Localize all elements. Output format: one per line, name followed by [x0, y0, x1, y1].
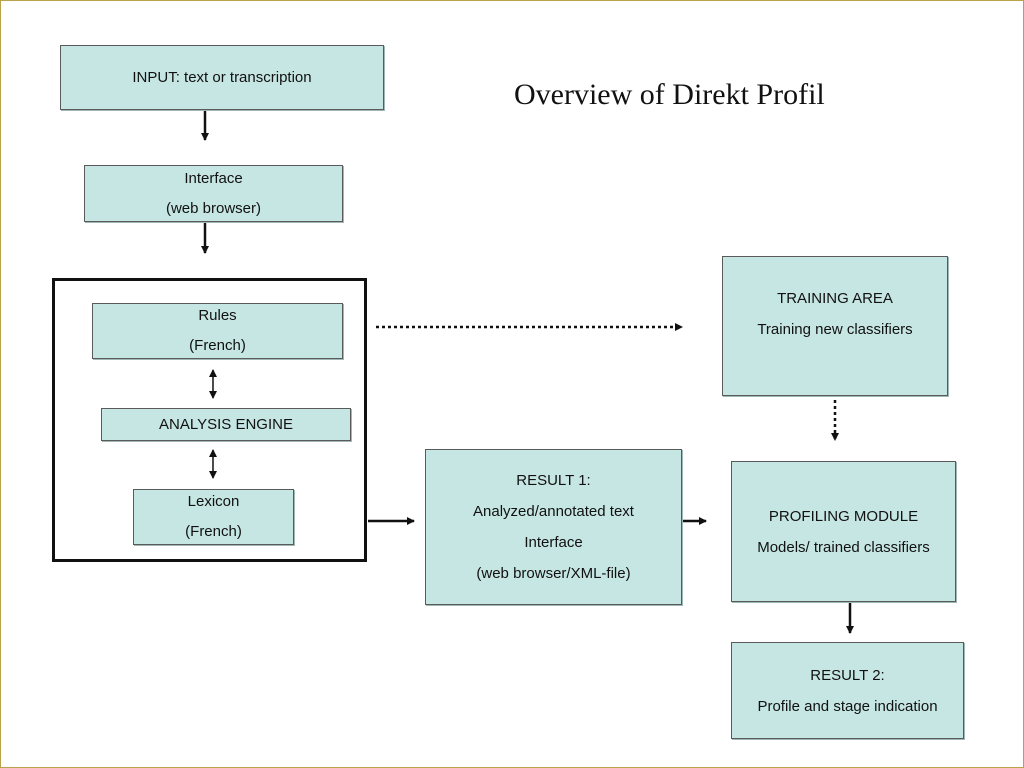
profiling-module-node: PROFILING MODULE Models/ trained classif… [731, 461, 956, 602]
interface-node: Interface (web browser) [84, 165, 343, 222]
profiling-module-node-sublabel: Models/ trained classifiers [757, 538, 930, 556]
training-area-node-sublabel: Training new classifiers [757, 321, 913, 338]
rules-node-sublabel: (French) [189, 337, 246, 354]
input-node: INPUT: text or transcription [60, 45, 384, 110]
result1-node-line2: Analyzed/annotated text [473, 503, 634, 520]
rules-node: Rules (French) [92, 303, 343, 359]
rules-node-label: Rules [198, 307, 237, 324]
result2-node-label: RESULT 2: [810, 666, 885, 684]
analysis-engine-node: ANALYSIS ENGINE [101, 408, 351, 441]
training-area-node-label: TRAINING AREA [777, 290, 893, 307]
result1-node: RESULT 1: Analyzed/annotated text Interf… [425, 449, 682, 605]
lexicon-node-sublabel: (French) [185, 523, 242, 540]
training-area-node: TRAINING AREA Training new classifiers [722, 256, 948, 396]
profiling-module-node-label: PROFILING MODULE [768, 507, 919, 525]
interface-node-label: Interface [184, 169, 243, 187]
lexicon-node-label: Lexicon [187, 493, 240, 510]
analysis-engine-node-label: ANALYSIS ENGINE [159, 416, 293, 433]
result1-node-label: RESULT 1: [516, 472, 591, 489]
result1-node-line3: Interface [524, 534, 583, 551]
result1-node-line4: (web browser/XML-file) [476, 565, 631, 582]
lexicon-node: Lexicon (French) [133, 489, 294, 545]
result2-node-sublabel: Profile and stage indication [757, 697, 938, 715]
interface-node-sublabel: (web browser) [165, 199, 262, 217]
input-node-label: INPUT: text or transcription [132, 69, 312, 86]
result2-node: RESULT 2: Profile and stage indication [731, 642, 964, 739]
diagram-title: Overview of Direkt Profil [514, 78, 825, 111]
